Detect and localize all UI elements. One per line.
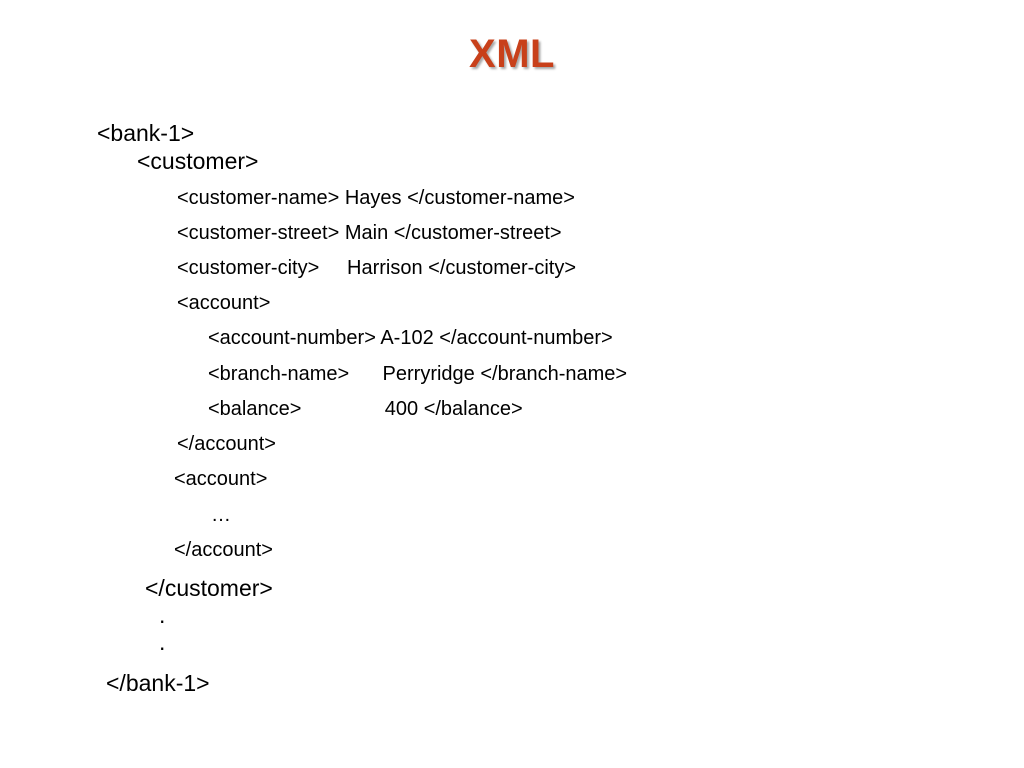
code-account-open-2: <account> (174, 468, 268, 490)
code-customer-name: <customer-name> Hayes </customer-name> (177, 187, 575, 209)
code-account-close-2: </account> (174, 539, 273, 561)
code-customer-city: <customer-city> Harrison </customer-city… (177, 257, 577, 279)
code-bank-open: <bank-1> (97, 120, 195, 146)
code-bank-close: </bank-1> (106, 670, 210, 696)
code-customer-street: <customer-street> Main </customer-street… (177, 222, 562, 244)
code-account-open-1: <account> (177, 292, 271, 314)
code-dot-1: . (159, 602, 166, 628)
code-ellipsis: … (211, 504, 231, 526)
code-customer-open: <customer> (137, 148, 259, 174)
slide-title: XML (469, 32, 555, 76)
code-dot-2: . (159, 629, 166, 655)
code-branch-name: <branch-name> Perryridge </branch-name> (208, 363, 628, 385)
code-customer-close: </customer> (145, 575, 273, 601)
code-account-close-1: </account> (177, 433, 276, 455)
code-account-number: <account-number> A-102 </account-number> (208, 327, 613, 349)
code-balance: <balance> 400 </balance> (208, 398, 523, 420)
